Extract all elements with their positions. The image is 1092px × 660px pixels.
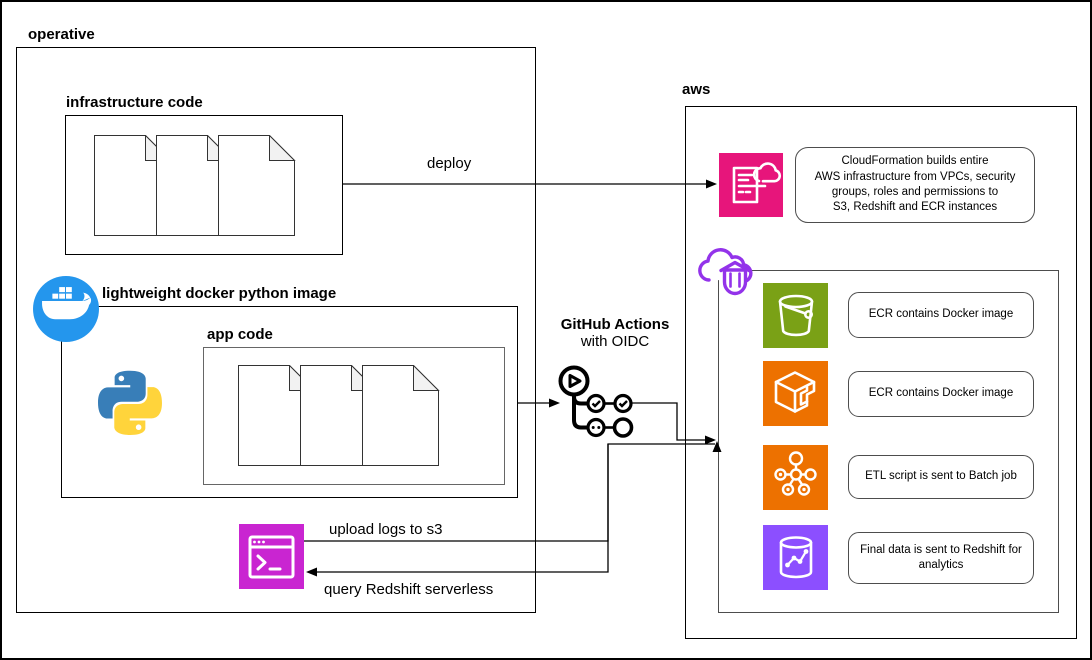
github-actions-title: GitHub Actions	[560, 316, 670, 333]
aws-row-note: ETL script is sent to Batch job	[848, 455, 1034, 499]
ecr-image-icon	[763, 361, 828, 426]
infrastructure-code-label: infrastructure code	[66, 94, 203, 111]
operative-label: operative	[28, 26, 95, 43]
github-oidc-subtitle: with OIDC	[580, 333, 650, 350]
docker-icon	[33, 276, 99, 342]
aws-row-note: Final data is sent to Redshift for analy…	[848, 532, 1034, 584]
docker-image-label: lightweight docker python image	[102, 285, 337, 302]
document-icons	[238, 365, 440, 466]
app-code-label: app code	[207, 326, 273, 343]
s3-bucket-icon	[763, 283, 828, 348]
query-redshift-label: query Redshift serverless	[324, 581, 494, 598]
python-icon	[98, 368, 162, 438]
document-icons	[94, 135, 296, 236]
cloudshell-icon	[239, 524, 304, 589]
github-actions-icon	[551, 360, 641, 446]
aws-label: aws	[682, 81, 711, 98]
aws-row-note: ECR contains Docker image	[848, 292, 1034, 338]
aws-row-note: ECR contains Docker image	[848, 371, 1034, 417]
operative-box	[16, 47, 536, 613]
etl-workflow-icon	[763, 445, 828, 510]
aws-box	[685, 106, 1077, 639]
docker-image-box	[61, 306, 518, 498]
cloudformation-icon	[719, 153, 783, 217]
infrastructure-code-box	[65, 115, 343, 255]
cloud-security-icon	[694, 240, 762, 308]
deploy-label: deploy	[427, 155, 472, 172]
redshift-database-icon	[763, 525, 828, 590]
upload-logs-label: upload logs to s3	[329, 521, 443, 538]
app-code-box	[203, 347, 505, 485]
cloudformation-note: CloudFormation builds entire AWS infrast…	[795, 147, 1035, 223]
